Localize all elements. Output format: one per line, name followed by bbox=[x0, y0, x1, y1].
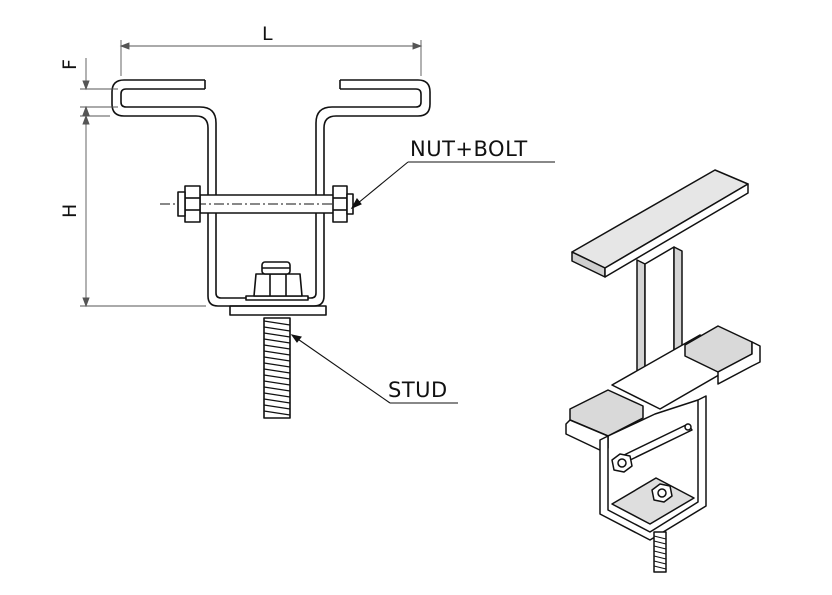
beam-top-flange-top bbox=[571, 169, 749, 269]
nut-bolt-leader bbox=[351, 161, 409, 209]
iso-stud-nut bbox=[651, 483, 673, 503]
dim-f-label: F bbox=[59, 59, 81, 70]
threaded-stud bbox=[263, 317, 291, 419]
callout-leaders bbox=[290, 161, 555, 404]
clip-floor bbox=[611, 477, 695, 525]
iso-threaded-stud bbox=[653, 531, 667, 573]
front-view bbox=[111, 79, 431, 419]
callout-stud: STUD bbox=[388, 378, 448, 402]
dimension-lines bbox=[80, 40, 423, 308]
iso-bolt-nut bbox=[611, 453, 633, 473]
stud-leader bbox=[291, 334, 391, 404]
stud-nut bbox=[253, 273, 303, 297]
clip-body bbox=[599, 395, 707, 541]
bolt-head-left bbox=[184, 185, 201, 223]
isometric-view bbox=[565, 169, 761, 573]
dim-l-label: L bbox=[262, 23, 273, 45]
dim-h-label: H bbox=[59, 204, 81, 218]
base-plate bbox=[229, 305, 327, 316]
iso-bolt bbox=[621, 423, 693, 463]
callout-nut-bolt: NUT+BOLT bbox=[410, 137, 528, 161]
nut-right bbox=[332, 185, 348, 223]
